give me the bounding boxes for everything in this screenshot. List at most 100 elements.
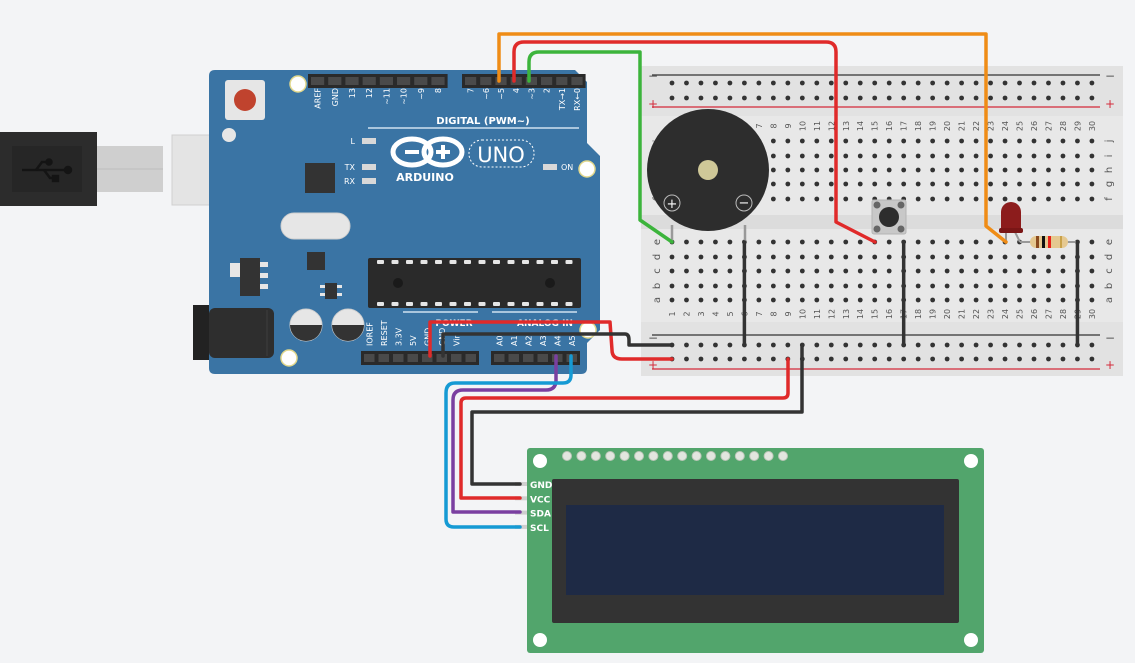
piezo-buzzer[interactable]: + − xyxy=(647,109,769,242)
breadboard-hole[interactable] xyxy=(944,196,950,202)
breadboard-hole[interactable] xyxy=(727,254,733,260)
rail-hole[interactable] xyxy=(959,356,964,362)
breadboard-hole[interactable] xyxy=(872,138,878,144)
rail-hole[interactable] xyxy=(988,356,993,362)
breadboard-hole[interactable] xyxy=(944,181,950,187)
breadboard-hole[interactable] xyxy=(727,297,733,303)
breadboard-hole[interactable] xyxy=(886,254,892,260)
rail-hole[interactable] xyxy=(1060,356,1066,362)
breadboard-hole[interactable] xyxy=(988,153,993,159)
rail-hole[interactable] xyxy=(1002,80,1008,86)
digital-left-pin[interactable] xyxy=(362,77,376,85)
breadboard-hole[interactable] xyxy=(1002,181,1008,187)
wire-a5-to-lcd-scl[interactable] xyxy=(444,354,573,529)
breadboard-hole[interactable] xyxy=(930,196,936,202)
breadboard-hole[interactable] xyxy=(973,167,979,173)
breadboard-hole[interactable] xyxy=(930,138,936,144)
rail-hole[interactable] xyxy=(742,95,747,101)
breadboard-hole[interactable] xyxy=(814,297,820,303)
breadboard-hole[interactable] xyxy=(770,254,776,260)
breadboard-hole[interactable] xyxy=(930,297,936,303)
rail-hole[interactable] xyxy=(944,95,950,101)
breadboard-hole[interactable] xyxy=(973,297,979,303)
breadboard-hole[interactable] xyxy=(930,167,936,173)
rail-hole[interactable] xyxy=(1046,80,1051,86)
rail-hole[interactable] xyxy=(698,342,704,348)
breadboard-hole[interactable] xyxy=(959,167,964,173)
wire-pin3-to-buzzer[interactable] xyxy=(527,50,674,244)
breadboard-hole[interactable] xyxy=(1060,138,1066,144)
breadboard-hole[interactable] xyxy=(1089,153,1095,159)
rail-hole[interactable] xyxy=(669,95,675,101)
rail-hole[interactable] xyxy=(843,80,849,86)
rail-hole[interactable] xyxy=(1075,95,1080,101)
breadboard-hole[interactable] xyxy=(857,268,863,274)
breadboard-hole[interactable] xyxy=(1031,297,1037,303)
breadboard-hole[interactable] xyxy=(959,268,964,274)
breadboard-hole[interactable] xyxy=(915,268,921,274)
breadboard-hole[interactable] xyxy=(959,254,964,260)
rail-hole[interactable] xyxy=(959,342,964,348)
breadboard-hole[interactable] xyxy=(1046,181,1051,187)
rail-hole[interactable] xyxy=(684,342,689,348)
breadboard-hole[interactable] xyxy=(959,181,964,187)
breadboard-hole[interactable] xyxy=(713,268,718,274)
rail-hole[interactable] xyxy=(901,80,907,86)
rail-hole[interactable] xyxy=(799,80,805,86)
breadboard-hole[interactable] xyxy=(973,283,979,289)
breadboard-hole[interactable] xyxy=(799,138,805,144)
breadboard-hole[interactable] xyxy=(1017,283,1022,289)
breadboard-hole[interactable] xyxy=(872,153,878,159)
digital-left-pin[interactable] xyxy=(345,77,359,85)
breadboard-hole[interactable] xyxy=(684,239,689,245)
rail-hole[interactable] xyxy=(843,342,849,348)
rail-hole[interactable] xyxy=(770,342,776,348)
rail-hole[interactable] xyxy=(843,356,849,362)
breadboard-hole[interactable] xyxy=(843,167,849,173)
rail-hole[interactable] xyxy=(973,356,979,362)
rail-hole[interactable] xyxy=(828,95,834,101)
rail-hole[interactable] xyxy=(1031,80,1037,86)
breadboard-hole[interactable] xyxy=(843,153,849,159)
breadboard-hole[interactable] xyxy=(944,239,950,245)
breadboard-hole[interactable] xyxy=(872,268,878,274)
digital-right-pin[interactable] xyxy=(465,77,477,85)
rail-hole[interactable] xyxy=(988,95,993,101)
rail-hole[interactable] xyxy=(915,80,921,86)
breadboard-hole[interactable] xyxy=(828,297,834,303)
breadboard-hole[interactable] xyxy=(988,181,993,187)
breadboard-hole[interactable] xyxy=(1089,283,1095,289)
breadboard-hole[interactable] xyxy=(901,153,907,159)
breadboard-hole[interactable] xyxy=(988,167,993,173)
rail-hole[interactable] xyxy=(872,95,878,101)
breadboard-hole[interactable] xyxy=(915,138,921,144)
breadboard-hole[interactable] xyxy=(857,254,863,260)
power-pin[interactable] xyxy=(364,354,375,362)
breadboard-hole[interactable] xyxy=(770,138,776,144)
breadboard-hole[interactable] xyxy=(1046,268,1051,274)
breadboard-hole[interactable] xyxy=(872,297,878,303)
breadboard-hole[interactable] xyxy=(799,254,805,260)
breadboard-hole[interactable] xyxy=(770,239,776,245)
power-pin[interactable] xyxy=(436,354,448,362)
breadboard-hole[interactable] xyxy=(684,254,689,260)
breadboard-hole[interactable] xyxy=(988,239,993,245)
breadboard-hole[interactable] xyxy=(886,181,892,187)
breadboard-hole[interactable] xyxy=(1002,153,1008,159)
breadboard-hole[interactable] xyxy=(915,196,921,202)
rail-hole[interactable] xyxy=(713,342,718,348)
breadboard-hole[interactable] xyxy=(886,167,892,173)
rail-hole[interactable] xyxy=(669,80,675,86)
power-pin[interactable] xyxy=(422,354,433,362)
breadboard-hole[interactable] xyxy=(756,268,762,274)
breadboard-hole[interactable] xyxy=(1031,196,1037,202)
wire-pin5-to-led[interactable] xyxy=(497,32,1008,244)
breadboard-hole[interactable] xyxy=(843,268,849,274)
breadboard-hole[interactable] xyxy=(843,239,849,245)
breadboard-hole[interactable] xyxy=(843,283,849,289)
breadboard-hole[interactable] xyxy=(915,181,921,187)
breadboard-hole[interactable] xyxy=(785,138,791,144)
rail-hole[interactable] xyxy=(814,95,820,101)
rail-hole[interactable] xyxy=(770,80,776,86)
